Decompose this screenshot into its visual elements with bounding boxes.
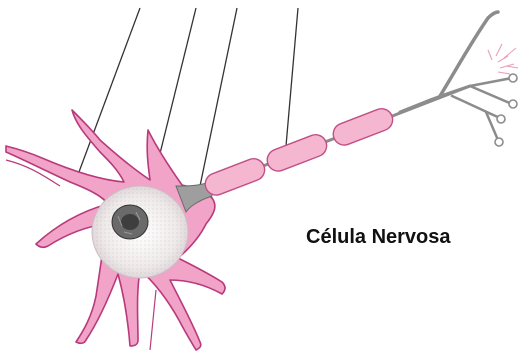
dendrite-branch-bottom bbox=[150, 290, 156, 350]
signal-burst bbox=[488, 44, 518, 74]
myelin-segment bbox=[264, 132, 330, 175]
synaptic-bulb bbox=[509, 100, 517, 108]
synaptic-bulbs bbox=[495, 74, 517, 146]
terminal-branch-2 bbox=[470, 86, 512, 104]
myelin-segment bbox=[202, 156, 268, 199]
synaptic-bulb bbox=[495, 138, 503, 146]
nucleolus bbox=[121, 214, 139, 230]
soma bbox=[92, 186, 188, 278]
terminal-branch-1 bbox=[470, 78, 512, 86]
synaptic-bulb bbox=[509, 74, 517, 82]
leader-line-axon-hillock bbox=[200, 8, 237, 186]
axon-terminals bbox=[400, 12, 512, 140]
synaptic-bulb bbox=[497, 115, 505, 123]
terminal-branch-3 bbox=[452, 96, 500, 118]
myelin-segment bbox=[330, 106, 396, 149]
myelin-sheath bbox=[202, 106, 396, 199]
diagram-caption: Célula Nervosa bbox=[306, 226, 518, 249]
leader-line-myelin bbox=[286, 8, 298, 146]
